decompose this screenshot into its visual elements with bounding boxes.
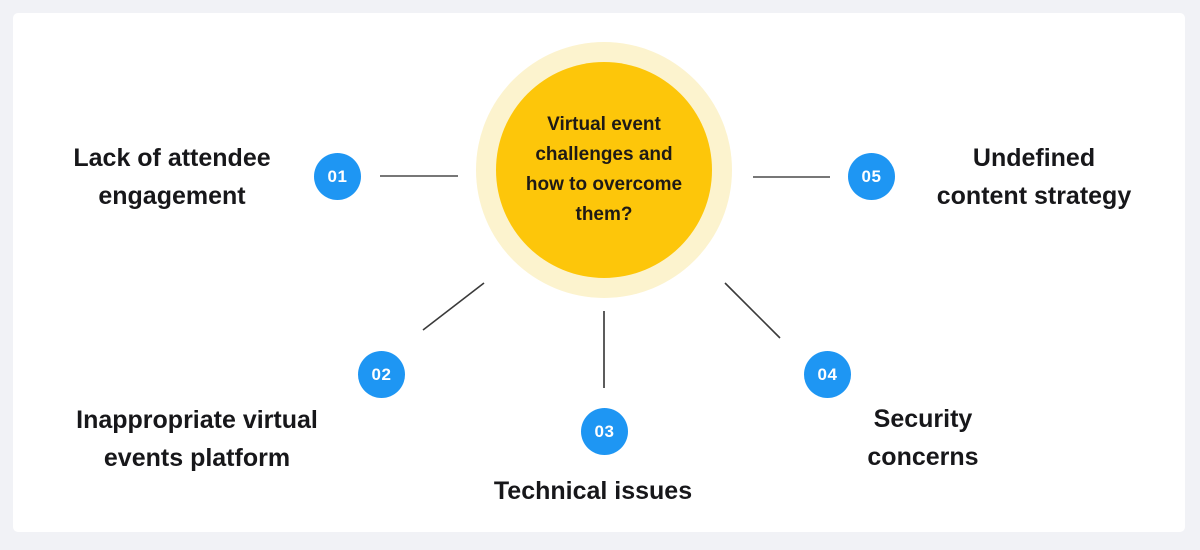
- challenge-label-05: Undefined content strategy: [899, 139, 1169, 215]
- challenge-label-01: Lack of attendee engagement: [37, 139, 307, 215]
- challenge-label-text: concerns: [867, 443, 979, 471]
- number-badge-03: 03: [581, 408, 628, 455]
- challenge-label-02: Inappropriate virtual events platform: [32, 401, 362, 477]
- challenge-label-text: content strategy: [936, 182, 1132, 210]
- challenge-label-text: events platform: [103, 444, 291, 472]
- central-topic-title-line: challenges and: [535, 144, 673, 165]
- number-badge-01: 01: [314, 153, 361, 200]
- challenge-label-text: Inappropriate virtual: [76, 406, 318, 434]
- number-badge-04: 04: [804, 351, 851, 398]
- challenge-label-text: Security: [873, 405, 973, 433]
- central-topic-halo: Virtual event challenges and how to over…: [476, 42, 732, 298]
- challenge-label-text: Technical issues: [493, 477, 693, 505]
- challenge-label-text: engagement: [98, 182, 246, 210]
- central-topic-title-line: them?: [575, 204, 633, 225]
- challenge-label-text: Undefined: [972, 144, 1096, 172]
- challenge-label-text: Lack of attendee: [73, 144, 271, 172]
- number-badge-02: 02: [358, 351, 405, 398]
- number-badge-05: 05: [848, 153, 895, 200]
- central-topic-circle: Virtual event challenges and how to over…: [496, 62, 712, 278]
- central-topic-title-line: how to overcome: [525, 174, 683, 195]
- central-topic-title-line: Virtual event: [547, 114, 661, 135]
- challenge-label-04: Security concerns: [788, 400, 1058, 476]
- challenge-label-03: Technical issues: [458, 472, 728, 510]
